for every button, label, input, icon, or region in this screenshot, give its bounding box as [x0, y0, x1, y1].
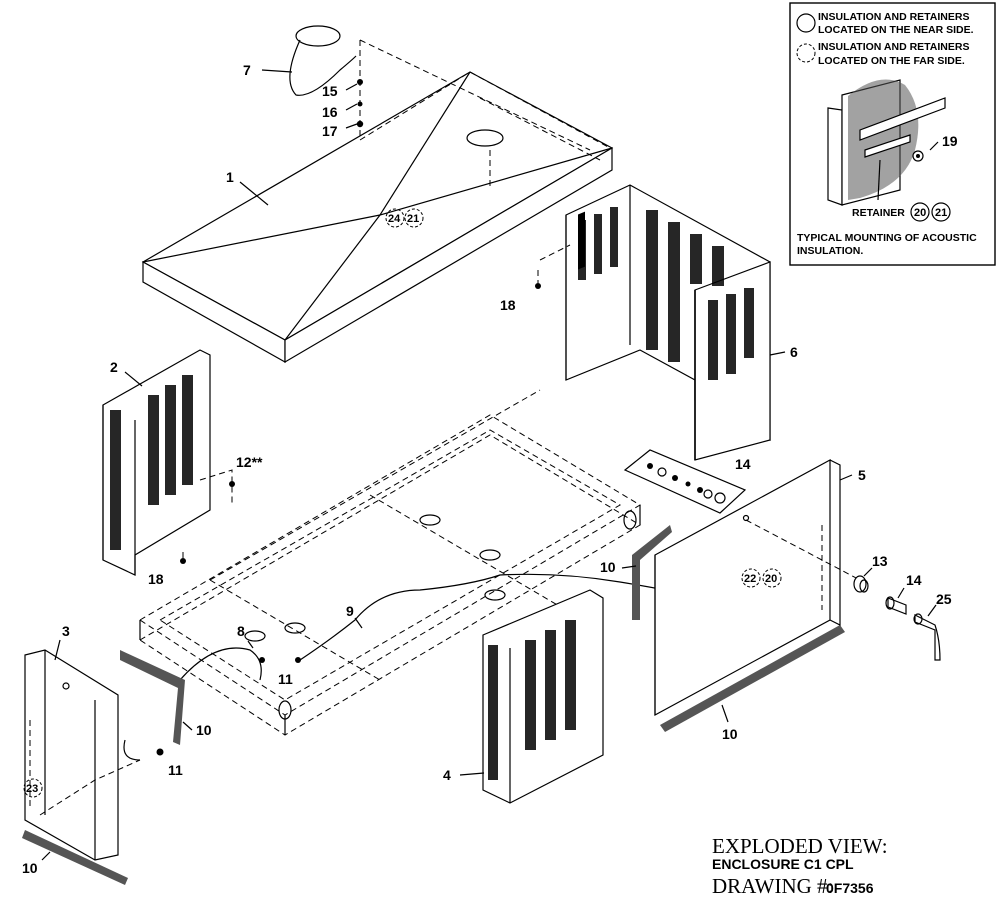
panel5-ref-circle-20	[762, 568, 782, 588]
callout-9: 9	[346, 603, 354, 619]
dashed-circle-icon	[796, 43, 816, 63]
callout-2: 2	[110, 359, 118, 375]
callout-10-bottom: 10	[22, 860, 38, 876]
legend-retainer-label: RETAINER	[852, 207, 905, 219]
callout-10-end: 10	[196, 722, 212, 738]
legend-caption-line2: INSULATION.	[797, 245, 863, 257]
callout-14-plate: 14	[735, 456, 751, 472]
callout-25: 25	[936, 591, 952, 607]
solid-circle-icon	[796, 13, 816, 33]
callout-18-left: 18	[148, 571, 164, 587]
title-line-1: EXPLODED VIEW:	[712, 834, 888, 858]
gasket-strips	[22, 525, 845, 885]
callout-1: 1	[226, 169, 234, 185]
roof-ref-circle-21	[404, 208, 424, 228]
retainer-ref-21: 21	[935, 207, 947, 219]
callout-17: 17	[322, 123, 338, 139]
insulation-detail-figure	[827, 79, 946, 206]
legend-far-line1: INSULATION AND RETAINERS	[818, 41, 969, 53]
door-hardware	[853, 575, 941, 661]
callout-13: 13	[872, 553, 888, 569]
retainer-ref-20: 20	[914, 207, 926, 219]
roof-ref-24: 24	[388, 213, 401, 225]
front-louver-panel	[482, 589, 604, 804]
callout-5: 5	[858, 467, 866, 483]
roof-sensor-assembly	[261, 25, 364, 129]
callout-14-hardware: 14	[906, 572, 922, 588]
legend-near-line1: INSULATION AND RETAINERS	[818, 11, 969, 23]
legend-box: INSULATION AND RETAINERS LOCATED ON THE …	[789, 2, 996, 266]
title-drawing-prefix: DRAWING #:	[712, 874, 833, 898]
legend-detail-part-19: 19	[942, 133, 958, 149]
retainer-ref-circle-20	[910, 202, 930, 222]
title-line-2: ENCLOSURE C1 CPL	[712, 856, 854, 872]
left-side-louver-panel	[102, 349, 233, 576]
legend-near-line2: LOCATED ON THE NEAR SIDE.	[818, 24, 974, 36]
panel5-ref-circle-22	[741, 568, 761, 588]
callout-8: 8	[237, 623, 245, 639]
callout-11-frame: 11	[278, 671, 293, 687]
callout-10-side: 10	[600, 559, 616, 575]
roof-panel	[141, 39, 614, 364]
corner-panel	[539, 184, 771, 461]
callout-3: 3	[62, 623, 70, 639]
control-components-plate	[623, 449, 747, 514]
callout-15: 15	[322, 83, 338, 99]
panel3-ref-23: 23	[26, 783, 38, 795]
roof-ref-circle-24	[385, 208, 405, 228]
roof-ref-21: 21	[407, 213, 419, 225]
callout-12: 12**	[236, 454, 263, 470]
panel5-ref-20: 20	[765, 573, 777, 585]
callout-4: 4	[443, 767, 451, 783]
panel5-ref-22: 22	[744, 573, 756, 585]
left-end-panel	[24, 649, 164, 861]
legend-caption-line1: TYPICAL MOUNTING OF ACOUSTIC	[797, 232, 977, 244]
callout-16: 16	[322, 104, 338, 120]
callout-18-top: 18	[500, 297, 516, 313]
right-door-panel	[654, 458, 861, 717]
legend-far-line2: LOCATED ON THE FAR SIDE.	[818, 55, 965, 67]
callout-7: 7	[243, 62, 251, 78]
panel3-ref-circle-23	[23, 778, 43, 798]
callout-10-front: 10	[722, 726, 738, 742]
title-drawing-number: 0F7356	[826, 880, 874, 896]
callout-6: 6	[790, 344, 798, 360]
callout-11-end: 11	[168, 762, 183, 778]
retainer-ref-circle-21	[931, 202, 951, 222]
